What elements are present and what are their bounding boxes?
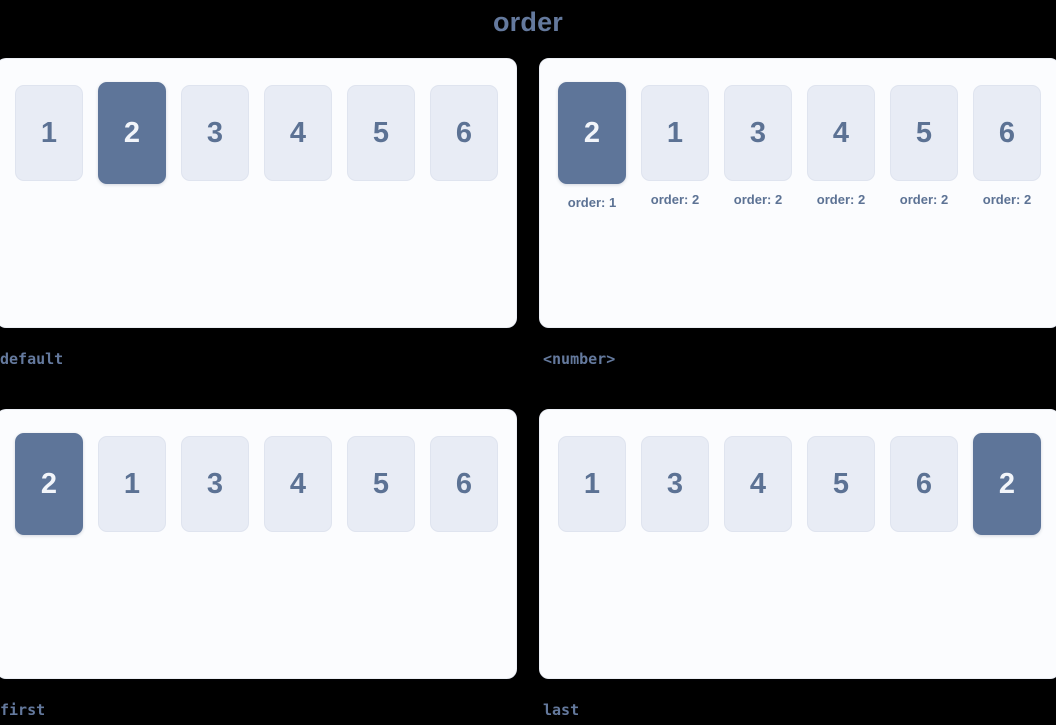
item-wrap: 1 — [98, 436, 166, 532]
items-row: 1 3 4 5 6 2 — [558, 433, 1056, 535]
item-wrap: 1 — [558, 436, 626, 532]
order-demo-grid: 1 2 3 4 5 6 default — [0, 58, 1056, 720]
order-value-label: order: 1 — [567, 195, 617, 210]
order-item[interactable]: 5 — [347, 436, 415, 532]
panel-caption: <number> — [543, 350, 616, 368]
item-wrap: 3 order: 2 — [724, 85, 792, 207]
item-wrap: 5 — [807, 436, 875, 532]
item-wrap: 5 — [347, 85, 415, 181]
panel-caption: last — [543, 701, 580, 719]
order-item[interactable]: 4 — [724, 436, 792, 532]
item-wrap: 1 — [15, 85, 83, 181]
item-wrap: 5 order: 2 — [890, 85, 958, 207]
item-wrap: 3 — [181, 436, 249, 532]
item-wrap: 2 — [98, 82, 166, 184]
order-item[interactable]: 6 — [430, 85, 498, 181]
order-item[interactable]: 3 — [641, 436, 709, 532]
order-value-label: order: 2 — [899, 192, 949, 207]
order-item[interactable]: 6 — [973, 85, 1041, 181]
item-wrap: 2 — [973, 433, 1041, 535]
order-value-label: order: 2 — [733, 192, 783, 207]
item-wrap: 6 — [430, 85, 498, 181]
panel-caption: default — [0, 350, 64, 368]
order-item[interactable]: 4 — [807, 85, 875, 181]
order-item[interactable]: 6 — [890, 436, 958, 532]
panel-card: 2 order: 1 1 order: 2 3 order: 2 4 order… — [539, 58, 1056, 328]
order-item[interactable]: 1 — [98, 436, 166, 532]
panel-caption: first — [0, 701, 46, 719]
panel-card: 1 2 3 4 5 6 — [0, 58, 517, 328]
item-wrap: 5 — [347, 436, 415, 532]
panel-card: 1 3 4 5 6 2 — [539, 409, 1056, 679]
order-item[interactable]: 5 — [807, 436, 875, 532]
order-item[interactable]: 4 — [264, 85, 332, 181]
order-item[interactable]: 6 — [430, 436, 498, 532]
order-item[interactable]: 5 — [347, 85, 415, 181]
item-wrap: 3 — [181, 85, 249, 181]
order-item[interactable]: 3 — [181, 436, 249, 532]
items-row: 1 2 3 4 5 6 — [15, 82, 516, 184]
order-item-active[interactable]: 2 — [15, 433, 83, 535]
item-wrap: 4 — [264, 85, 332, 181]
item-wrap: 3 — [641, 436, 709, 532]
order-item[interactable]: 1 — [15, 85, 83, 181]
item-wrap: 6 order: 2 — [973, 85, 1041, 207]
order-item-active[interactable]: 2 — [98, 82, 166, 184]
page-title: order — [492, 7, 564, 37]
order-item-active[interactable]: 2 — [558, 82, 626, 184]
order-item[interactable]: 1 — [558, 436, 626, 532]
item-wrap: 4 — [264, 436, 332, 532]
item-wrap: 6 — [430, 436, 498, 532]
panel-first: 2 1 3 4 5 6 first — [0, 409, 517, 720]
order-value-label: order: 2 — [982, 192, 1032, 207]
order-item[interactable]: 1 — [641, 85, 709, 181]
item-wrap: 2 — [15, 433, 83, 535]
order-item[interactable]: 5 — [890, 85, 958, 181]
items-row: 2 order: 1 1 order: 2 3 order: 2 4 order… — [558, 82, 1056, 210]
item-wrap: 4 — [724, 436, 792, 532]
item-wrap: 4 order: 2 — [807, 85, 875, 207]
panel-last: 1 3 4 5 6 2 last — [539, 409, 1056, 720]
panel-default: 1 2 3 4 5 6 default — [0, 58, 517, 369]
panel-number: 2 order: 1 1 order: 2 3 order: 2 4 order… — [539, 58, 1056, 369]
order-value-label: order: 2 — [650, 192, 700, 207]
order-item-active[interactable]: 2 — [973, 433, 1041, 535]
item-wrap: 2 order: 1 — [558, 82, 626, 210]
order-item[interactable]: 3 — [181, 85, 249, 181]
order-value-label: order: 2 — [816, 192, 866, 207]
item-wrap: 6 — [890, 436, 958, 532]
order-item[interactable]: 3 — [724, 85, 792, 181]
order-item[interactable]: 4 — [264, 436, 332, 532]
panel-card: 2 1 3 4 5 6 — [0, 409, 517, 679]
items-row: 2 1 3 4 5 6 — [15, 433, 516, 535]
item-wrap: 1 order: 2 — [641, 85, 709, 207]
